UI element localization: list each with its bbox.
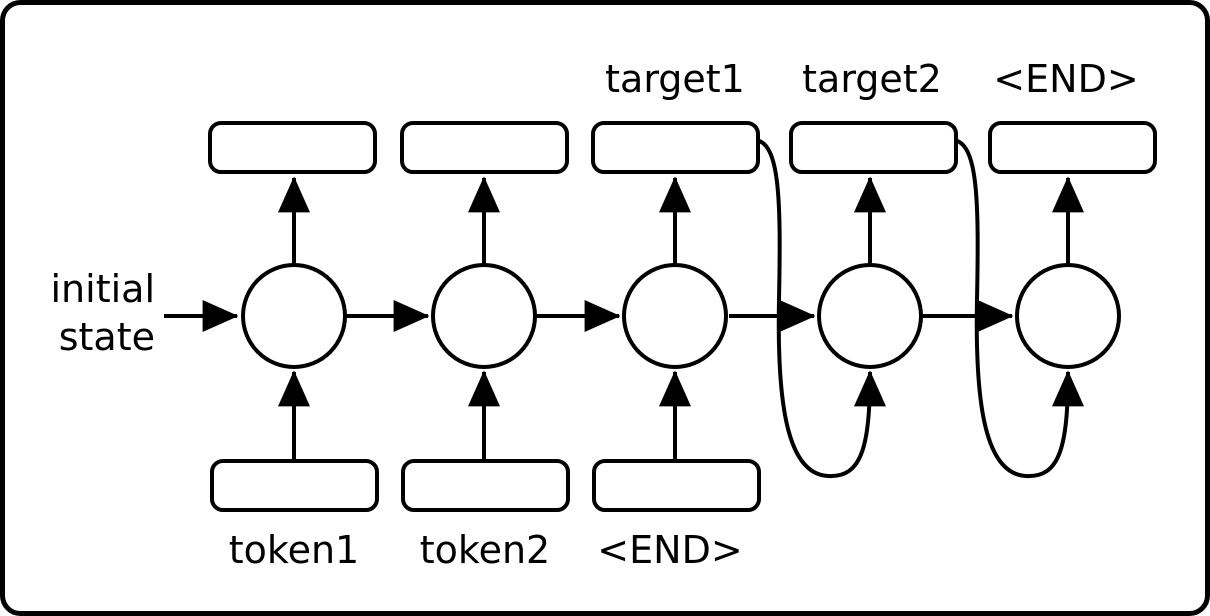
initial-state-label: initial state [51,267,156,359]
input-box-2[interactable] [401,459,570,512]
rnn-cell-3[interactable] [622,263,728,369]
input-label-token2: token2 [420,528,550,572]
rnn-cell-5[interactable] [1015,263,1121,369]
rnn-cell-2[interactable] [431,263,537,369]
feedback-curves [754,138,1084,479]
rnn-cell-4[interactable] [817,263,923,369]
output-label-target1: target1 [605,57,745,101]
rnn-cells [241,263,1121,369]
output-label-target2: target2 [802,57,942,101]
feedback-curve-target2 [952,138,1084,479]
input-label-end: <END> [597,528,742,572]
initial-state-label-line1: initial [51,267,156,311]
input-box-1[interactable] [210,459,379,512]
output-box-5[interactable] [988,121,1157,174]
output-box-1[interactable] [208,121,377,174]
output-box-4[interactable] [789,121,958,174]
output-labels: target1 target2 <END> [605,57,1139,101]
rnn-cell-1[interactable] [241,263,347,369]
output-boxes [208,121,1157,174]
output-box-3[interactable] [591,121,760,174]
input-box-3[interactable] [592,459,761,512]
input-arrows [278,370,691,459]
feedback-curve-target1 [754,138,886,479]
input-labels: token1 token2 <END> [229,528,743,572]
input-label-token1: token1 [229,528,359,572]
output-arrows [278,176,1084,266]
initial-state-label-line2: state [59,315,155,359]
output-box-2[interactable] [400,121,569,174]
input-boxes [210,459,761,512]
output-label-end: <END> [993,57,1138,101]
